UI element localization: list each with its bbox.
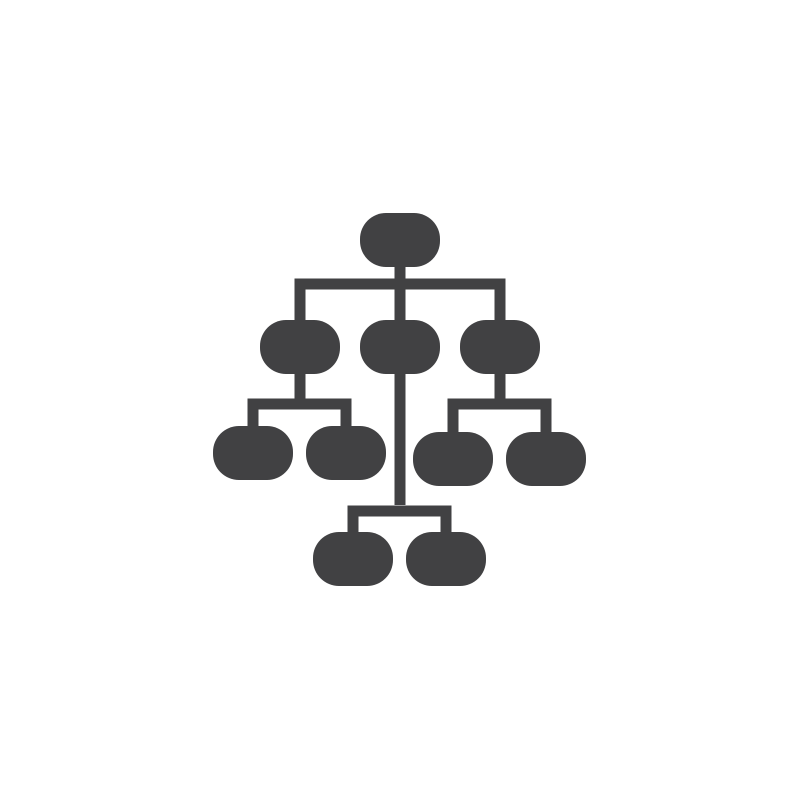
leaf-node-right-1 [413, 432, 493, 486]
tree-nodes [213, 213, 586, 586]
right-branch-connector [447, 370, 552, 436]
connector-lines [247, 262, 552, 536]
leaf-node-right-2 [506, 432, 586, 486]
level2-node-center [360, 320, 440, 374]
left-branch-connector [247, 370, 352, 430]
leaf-node-left-1 [213, 426, 293, 480]
root-connector [294, 262, 506, 505]
leaf-node-left-2 [306, 426, 386, 480]
leaf-node-bottom-2 [406, 532, 486, 586]
level2-node-right [460, 320, 540, 374]
root-node [360, 213, 440, 267]
level2-node-left [260, 320, 340, 374]
bottom-branch-connector [347, 505, 452, 536]
leaf-node-bottom-1 [313, 532, 393, 586]
